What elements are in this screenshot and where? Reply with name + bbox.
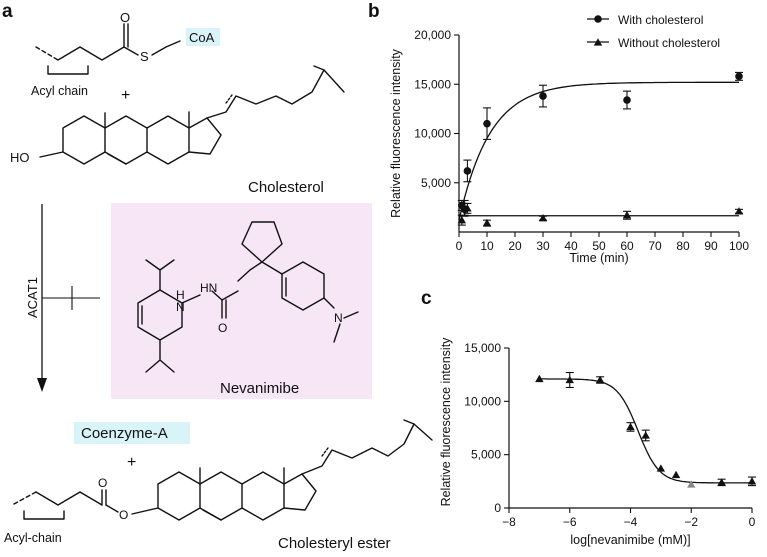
legend-item: With cholesterol <box>587 13 703 27</box>
data-point <box>565 375 574 384</box>
y-tick-label: 15,000 <box>464 341 501 355</box>
y-tick-label: 20,000 <box>414 28 451 42</box>
x-tick-label: 0 <box>456 239 463 253</box>
coa-highlight-box <box>186 28 220 46</box>
legend-marker <box>594 15 602 23</box>
nevanimibe-label: Nevanimibe <box>220 380 299 397</box>
data-point <box>538 214 548 222</box>
panel-a-letter: a <box>2 1 13 22</box>
ester-oxygen-label: O <box>119 508 128 522</box>
data-point <box>671 470 681 479</box>
nevanimibe-highlight-box <box>111 203 372 399</box>
x-axis-title: log[nevanimibe (mM)] <box>570 533 690 547</box>
data-point <box>463 167 472 175</box>
x-tick-label: −6 <box>563 515 577 529</box>
nevanimibe-structure <box>137 221 359 373</box>
y-axis-title: Relative fluorescence intensity <box>439 337 453 507</box>
coenzyme-a-label: Coenzyme-A <box>81 425 168 442</box>
ester-carbonyl-oxygen-label: O <box>98 476 107 490</box>
data-point <box>539 92 547 100</box>
data-point <box>626 422 635 431</box>
x-tick-label: −2 <box>684 515 698 529</box>
data-point <box>483 119 491 128</box>
acyl-chain-label-bottom: Acyl-chain <box>4 531 62 545</box>
urea-oxygen-label: O <box>218 321 227 335</box>
x-tick-label: 40 <box>564 239 578 253</box>
reaction-scheme: O S CoA Acyl chain + HO Cholesterol <box>4 10 433 552</box>
legend-label: Without cholesterol <box>618 36 720 50</box>
acat1-enzyme-label: ACAT1 <box>25 277 40 318</box>
y-tick-label: 10,000 <box>414 127 451 141</box>
data-point <box>687 480 696 488</box>
cholesteryl-ester-label: Cholesteryl ester <box>278 535 391 552</box>
acyl-coa-structure <box>35 23 220 75</box>
data-point <box>717 478 726 486</box>
data-point <box>457 215 466 224</box>
x-tick-label: 20 <box>508 239 522 253</box>
fit-curve-sigmoid <box>539 378 752 484</box>
data-point <box>623 96 631 104</box>
amide-h-label: H <box>176 288 185 302</box>
x-tick-label: −4 <box>624 515 638 529</box>
acyl-chain-label: Acyl chain <box>31 84 88 98</box>
dimethylamine-n-label: N <box>334 311 343 325</box>
y-tick-label: 10,000 <box>464 394 501 408</box>
chart-b-time-course: 0 10 20 30 40 50 60 70 80 90 100 5,000 10,000 15,000 2… <box>389 13 749 265</box>
data-point <box>463 204 472 212</box>
series-without-cholesterol <box>457 199 744 227</box>
y-tick-label: 5,000 <box>471 448 501 462</box>
coenzyme-a-highlight-box <box>74 422 190 444</box>
data-point <box>595 375 605 384</box>
reaction-arrow <box>37 204 100 392</box>
cholesterol-structure <box>39 65 345 165</box>
data-point <box>747 477 757 485</box>
chart-c-dose-response: −8 −6 −4 −2 0 0 5,000 10,000 15,000 log[nevanimib… <box>439 337 757 547</box>
data-point <box>535 374 544 383</box>
panel-c-letter: c <box>421 288 432 309</box>
y-tick-label: 5,000 <box>421 176 451 190</box>
x-tick-label: 100 <box>729 239 749 253</box>
plus-sign-top: + <box>121 87 130 104</box>
y-tick-label: 15,000 <box>414 77 451 91</box>
y-axis-title: Relative fluorescence intensity <box>389 48 403 218</box>
legend-label: With cholesterol <box>618 13 703 27</box>
x-axis-title: Time (min) <box>569 251 628 265</box>
series-with-cholesterol <box>457 71 743 216</box>
data-point <box>641 431 650 439</box>
x-tick-label: 80 <box>676 239 690 253</box>
x-tick-label: 0 <box>749 515 756 529</box>
series-nevanimibe <box>535 371 757 488</box>
legend-item: Without cholesterol <box>587 36 720 50</box>
x-tick-label: 30 <box>536 239 550 253</box>
plus-sign-bottom: + <box>127 454 136 471</box>
x-tick-label: 10 <box>480 239 494 253</box>
data-point <box>482 218 492 227</box>
sulfur-label: S <box>140 49 149 64</box>
data-point <box>735 72 743 81</box>
x-tick-label: 60 <box>620 239 634 253</box>
x-tick-label: 70 <box>648 239 662 253</box>
data-point <box>656 464 666 472</box>
fit-curve-with-cholesterol <box>458 81 739 221</box>
legend-marker <box>593 38 603 46</box>
panel-b-letter: b <box>368 1 380 22</box>
data-point <box>734 207 744 215</box>
cholesterol-label: Cholesterol <box>248 179 324 196</box>
amide-n-label: N <box>176 300 185 314</box>
x-tick-label: −8 <box>502 515 516 529</box>
data-point <box>622 211 632 219</box>
x-tick-label: 90 <box>704 239 718 253</box>
coa-label: CoA <box>189 30 215 45</box>
carbonyl-oxygen-label: O <box>120 10 130 25</box>
cholesteryl-ester-structure <box>13 419 433 521</box>
hydroxyl-label: HO <box>10 150 30 165</box>
y-tick-label: 0 <box>494 501 501 515</box>
x-tick-label: 50 <box>592 239 606 253</box>
amide-hn-label: HN <box>200 281 217 295</box>
